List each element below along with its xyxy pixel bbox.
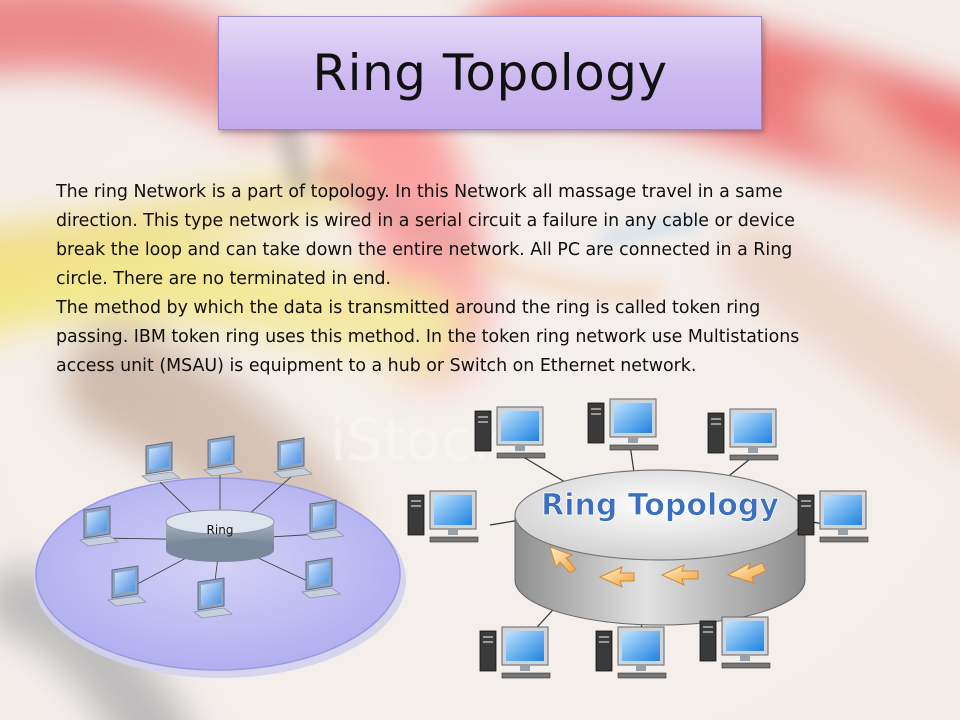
title-box: Ring Topology [218,16,762,130]
body-line: break the loop and can take down the ent… [56,240,793,260]
computer-icon [797,490,869,543]
arrow-icon [660,564,699,586]
body-line: The method by which the data is transmit… [56,298,761,318]
body-line: direction. This type network is wired in… [56,211,795,231]
arrow-icon [549,546,577,574]
data-flow-arrows [549,546,767,588]
computer-icon [141,441,181,483]
body-line: passing. IBM token ring uses this method… [56,327,800,347]
arrow-icon [726,561,767,584]
hub-label: Ring [207,523,234,537]
computer-icon [474,406,546,459]
computer-icon [407,490,479,543]
body-text: The ring Network is a part of topology. … [56,178,916,381]
computer-icon [699,616,771,669]
computer-icon [587,398,659,451]
ring-hub: Ring [165,509,275,562]
computer-icon [479,626,551,679]
ring-topology-banner: Ring Topology [541,488,779,523]
right-ring-diagram: Ring Topology [407,398,869,679]
computer-icon [707,408,779,461]
slide-title: Ring Topology [312,44,668,102]
body-line: access unit (MSAU) is equipment to a hub… [56,356,697,376]
body-line: The ring Network is a part of topology. … [56,182,783,202]
left-ring-diagram: Ring [34,435,406,678]
computer-icon [273,437,313,479]
body-line: circle. There are no terminated in end. [56,269,392,289]
computer-icon [203,435,243,477]
computer-icon [595,626,667,679]
arrow-icon [598,566,635,588]
